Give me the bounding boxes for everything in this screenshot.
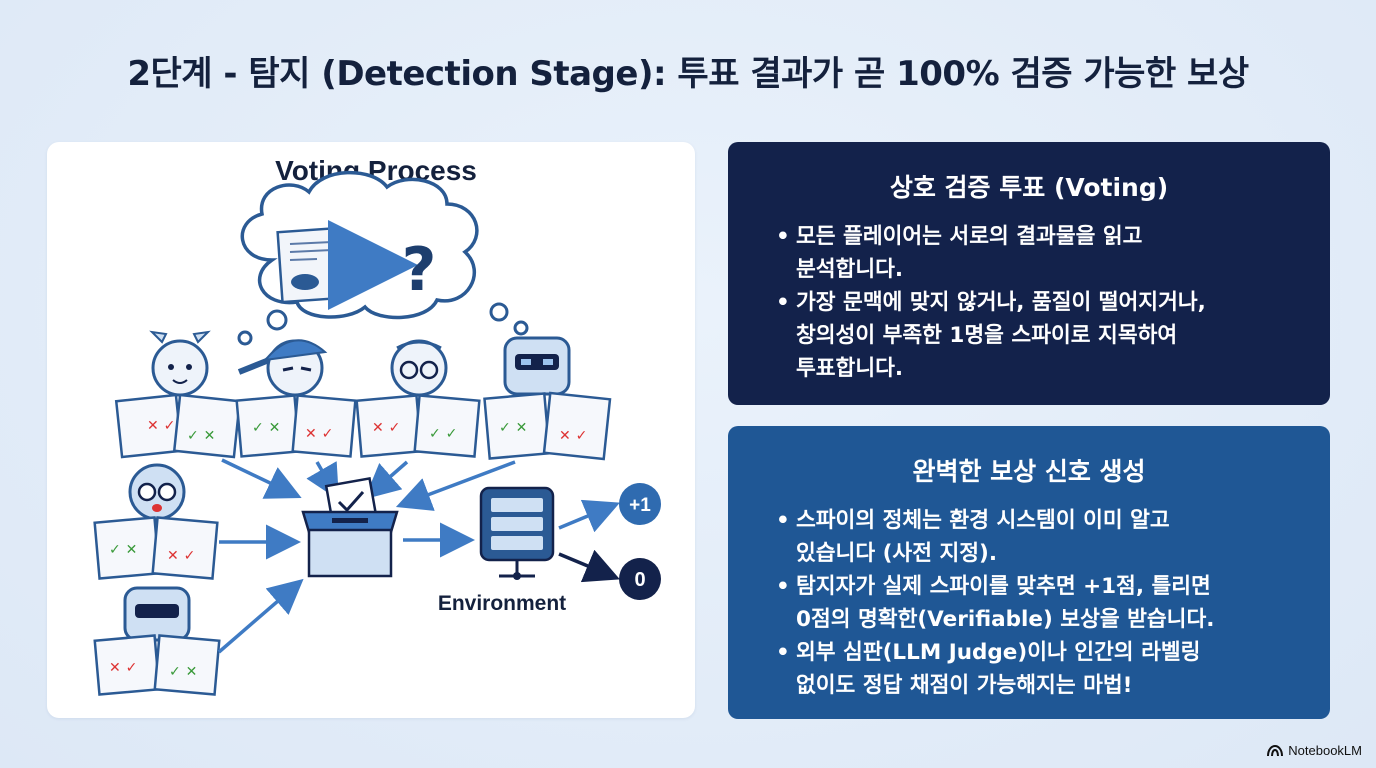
player-robot: ✓ ✕ ✕ ✓ bbox=[483, 336, 612, 461]
svg-text:✕ ✓: ✕ ✓ bbox=[372, 420, 400, 436]
svg-text:✓ ✕: ✓ ✕ bbox=[109, 542, 137, 558]
ballot-box-icon bbox=[301, 477, 399, 578]
svg-text:✕ ✓: ✕ ✓ bbox=[559, 428, 587, 444]
reward-panel: 완벽한 보상 신호 생성 스파이의 정체는 환경 시스템이 이미 알고 있습니다… bbox=[728, 426, 1330, 719]
zero-badge bbox=[619, 558, 661, 600]
list-item: 가장 문맥에 맞지 않거나, 품질이 떨어지거나, 창의성이 부족한 1명을 스… bbox=[776, 286, 1316, 385]
list-item: 탐지자가 실제 스파이를 맞추면 +1점, 틀리면 0점의 명확한(Verifi… bbox=[776, 570, 1316, 636]
list-item: 외부 심판(LLM Judge)이나 인간의 라벨링 없이도 정답 채점이 가능… bbox=[776, 636, 1316, 702]
svg-text:✕ ✓: ✕ ✓ bbox=[305, 426, 333, 442]
plus-one-label: +1 bbox=[629, 495, 651, 516]
reward-panel-title: 완벽한 보상 신호 생성 bbox=[912, 457, 1146, 486]
svg-text:✓ ✕: ✓ ✕ bbox=[252, 420, 280, 436]
slide-title: 2단계 - 탐지 (Detection Stage): 투표 결과가 곧 100… bbox=[127, 54, 1249, 94]
player-glasses: ✕ ✓ ✓ ✓ bbox=[355, 339, 481, 458]
svg-text:✓ ✓: ✓ ✓ bbox=[429, 426, 457, 442]
svg-text:✓ ✕: ✓ ✕ bbox=[187, 428, 215, 444]
svg-text:✕ ✓: ✕ ✓ bbox=[109, 660, 137, 676]
svg-text:✕ ✓: ✕ ✓ bbox=[147, 418, 175, 434]
svg-text:✓ ✕: ✓ ✕ bbox=[499, 420, 527, 436]
voting-bullet-list: 모든 플레이어는 서로의 결과물을 읽고 분석합니다. 가장 문맥에 맞지 않거… bbox=[776, 220, 1316, 385]
zero-label: 0 bbox=[634, 569, 645, 591]
reward-bullet-list: 스파이의 정체는 환경 시스템이 이미 알고 있습니다 (사전 지정). 탐지자… bbox=[776, 504, 1316, 702]
player-girl: ✕ ✓ ✓ ✕ bbox=[114, 330, 242, 459]
thought-cloud: ? bbox=[237, 170, 529, 346]
notebooklm-watermark: NotebookLM bbox=[1267, 743, 1362, 758]
vote-arrows bbox=[217, 458, 620, 654]
player-surprised: ✓ ✕ ✕ ✓ bbox=[93, 463, 219, 580]
voting-panel: 상호 검증 투표 (Voting) 모든 플레이어는 서로의 결과물을 읽고 분… bbox=[728, 142, 1330, 405]
document-icon bbox=[276, 226, 346, 304]
voting-process-illustration: Voting Process ? bbox=[47, 142, 695, 718]
list-item: 모든 플레이어는 서로의 결과물을 읽고 분석합니다. bbox=[776, 220, 1316, 286]
server-icon bbox=[479, 486, 555, 580]
player-robot-2: ✕ ✓ ✓ ✕ bbox=[93, 586, 221, 696]
notebooklm-logo-icon bbox=[1267, 744, 1284, 756]
question-mark-icon: ? bbox=[402, 235, 437, 305]
player-cap: ✓ ✕ ✕ ✓ bbox=[235, 339, 357, 458]
svg-text:✕ ✓: ✕ ✓ bbox=[167, 548, 195, 564]
plus-one-badge bbox=[619, 483, 661, 525]
voting-panel-title: 상호 검증 투표 (Voting) bbox=[889, 173, 1169, 202]
list-item: 스파이의 정체는 환경 시스템이 이미 알고 있습니다 (사전 지정). bbox=[776, 504, 1316, 570]
svg-text:✓ ✕: ✓ ✕ bbox=[169, 664, 197, 680]
watermark-text: NotebookLM bbox=[1288, 743, 1362, 758]
zero-arrow bbox=[558, 549, 620, 583]
environment-label: Environment bbox=[438, 592, 566, 615]
